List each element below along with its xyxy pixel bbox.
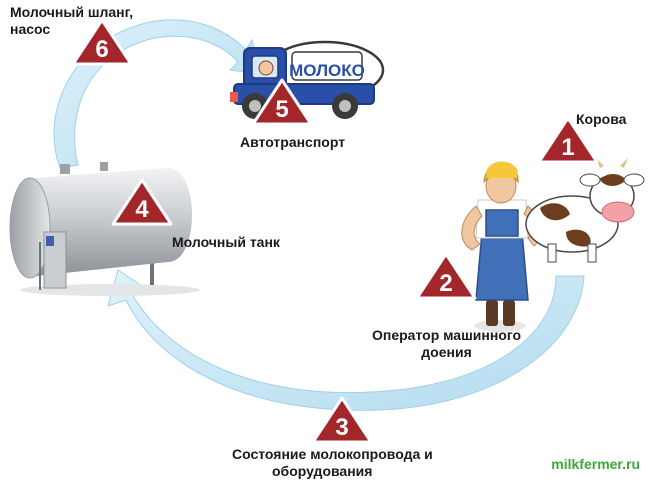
milk-truck-illustration: МОЛОКО	[230, 40, 385, 119]
stage-5-number: 5	[275, 96, 288, 123]
stage-6-label: Молочный шланг, насос	[10, 4, 134, 37]
milk-tank-illustration	[9, 162, 200, 296]
stage-1-number: 1	[561, 134, 574, 161]
stage-3-label: Состояние молокопровода и оборудования	[232, 446, 433, 479]
cow-illustration	[525, 158, 645, 263]
stage-2-label: Оператор машинного доения	[372, 327, 522, 360]
stage-1-triangle: 1	[537, 116, 599, 164]
watermark: milkfermer.ru	[551, 456, 640, 472]
stage-4-triangle: 4	[111, 178, 173, 226]
truck-text: МОЛОКО	[289, 61, 365, 80]
stage-1-label: Корова	[576, 111, 627, 127]
stage-4-label: Молочный танк	[172, 234, 280, 250]
milkmaid-illustration	[461, 161, 542, 332]
top-arc-arrow	[53, 19, 261, 169]
stage-3-number: 3	[335, 414, 348, 441]
stage-5-triangle: 5	[251, 78, 313, 126]
stage-2-number: 2	[439, 270, 452, 297]
stage-2-triangle: 2	[415, 252, 477, 300]
bottom-arc-arrow	[107, 269, 585, 411]
stage-3-triangle: 3	[311, 396, 373, 444]
stage-5-label: Автотранспорт	[240, 134, 346, 150]
stage-4-number: 4	[135, 196, 149, 223]
stage-6-triangle: 6	[71, 18, 133, 66]
stage-6-number: 6	[95, 36, 108, 63]
